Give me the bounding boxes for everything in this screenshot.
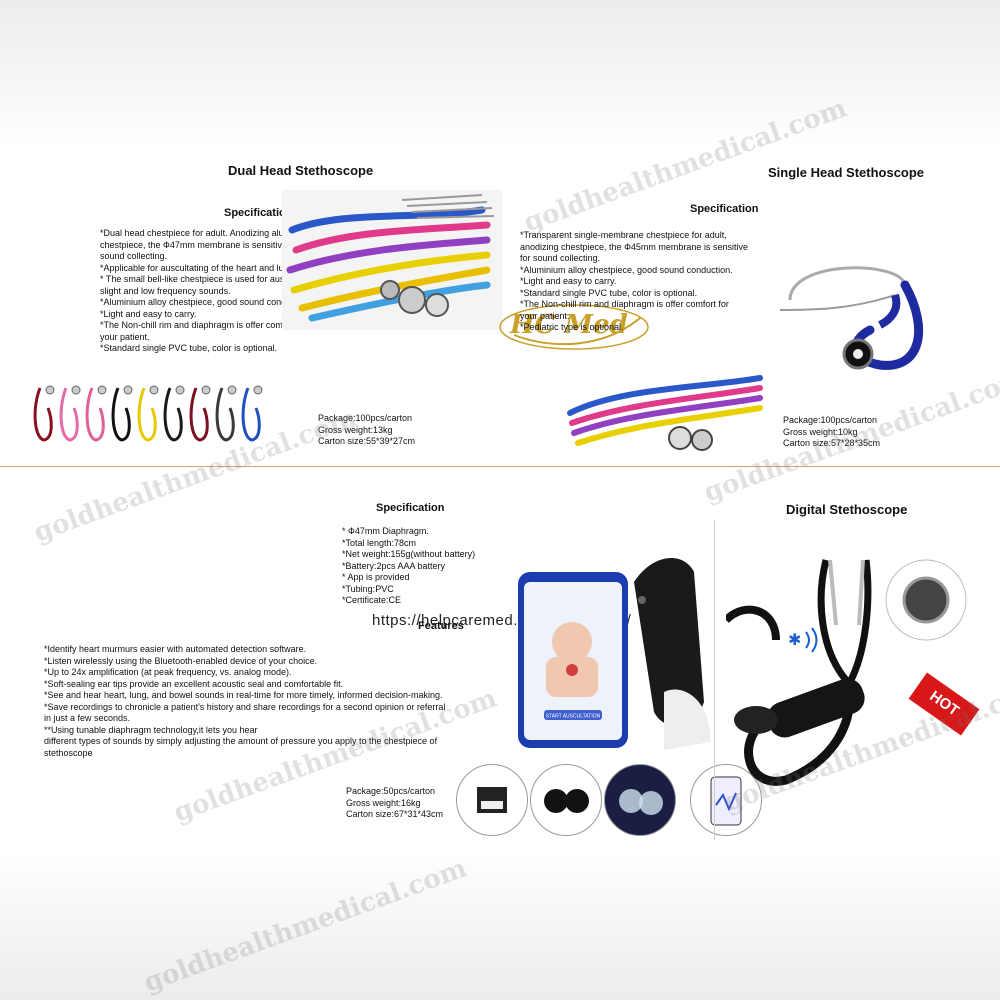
hc-med-logo: [499, 304, 649, 350]
list-item: *Certificate:CE: [342, 595, 402, 605]
list-item: different types of sounds by simply adju…: [44, 736, 438, 746]
digital-title: Digital Stethoscope: [786, 502, 908, 517]
digital-features-heading: Features: [418, 620, 464, 632]
list-item: anodizing chestpiece, the Ф45mm membrane…: [520, 241, 748, 252]
list-item: your patient.: [520, 310, 570, 321]
list-item: *Pediatric type is optional.: [520, 322, 624, 332]
list-item: *Up to 24x amplification (at peak freque…: [44, 667, 292, 677]
list-item: *Save recordings to chronicle a patient'…: [44, 701, 446, 712]
list-item: * The small bell-like chestpiece is used…: [100, 274, 318, 284]
dual-head-spec-list: *Dual head chestpiece for adult. Anodizi…: [100, 228, 318, 355]
color-variant-chestpiece: [149, 385, 159, 395]
brochure-sheet: Dual Head Stethoscope Specification *Dua…: [0, 150, 1000, 850]
phone-start-button-label: START AUSCULTATION: [546, 714, 601, 720]
single-head-spec-heading: Specification: [690, 203, 759, 215]
list-item: *Light and easy to carry.: [100, 308, 197, 319]
digital-spec-heading: Specification: [376, 502, 445, 514]
color-variant-stethoscope: [215, 387, 235, 442]
list-item: *Light and easy to carry.: [520, 276, 617, 286]
dual-head-spec-heading: Specification: [224, 207, 293, 219]
color-variant-chestpiece: [253, 385, 263, 395]
package-line: Gross weight:13kg: [318, 424, 393, 435]
color-variant-stethoscope: [137, 387, 157, 442]
list-item: slight and low frequency sounds.: [100, 285, 231, 296]
list-item: *Identify heart murmurs easier with auto…: [44, 644, 307, 654]
color-variant-chestpiece: [45, 385, 55, 395]
list-item: *Aluminium alloy chestpiece, good sound …: [520, 264, 733, 275]
color-variant-stethoscope: [189, 387, 209, 442]
single-head-spec-list: *Transparent single-membrane chestpiece …: [520, 230, 748, 334]
color-variant-chestpiece: [123, 385, 133, 395]
list-item: *Aluminium alloy chestpiece, good sound …: [100, 297, 313, 307]
package-line: Package:50pcs/carton: [346, 786, 436, 796]
digital-panel-divider: [714, 520, 715, 840]
package-line: Carton size:55*39*27cm: [318, 436, 416, 446]
list-item: *The Non-chill rim and diaphragm is offe…: [520, 299, 729, 309]
digital-package: Package:50pcs/carton Gross weight:16kg C…: [346, 786, 443, 821]
single-head-product-photo: [779, 266, 924, 370]
dual-head-color-variants: [33, 385, 263, 442]
package-line: Gross weight:16kg: [346, 797, 421, 808]
list-item: * Ф47mm Diaphragm.: [342, 526, 429, 536]
digital-spec-list: * Ф47mm Diaphragm.*Total length:78cm*Net…: [342, 526, 475, 607]
list-item: *See and hear heart, lung, and bowel sou…: [44, 690, 443, 700]
list-item: *Tubing:PVC: [342, 583, 394, 594]
list-item: *Soft-sealing ear tips provide an excell…: [44, 678, 344, 689]
digital-app-photo: START AUSCULTATION: [518, 558, 711, 750]
list-item: *Dual head chestpiece for adult. Anodizi…: [100, 228, 311, 238]
dual-head-product-photo: [282, 190, 502, 330]
package-line: Package:100pcs/carton: [783, 415, 878, 425]
svg-text:✱: ✱: [788, 630, 801, 649]
digital-features-list: *Identify heart murmurs easier with auto…: [44, 644, 445, 759]
top-fade: [0, 0, 1000, 150]
list-item: *Applicable for auscultating of the hear…: [100, 262, 301, 273]
color-variant-chestpiece: [227, 385, 237, 395]
list-item: **Using tunable diaphragm technology,it …: [44, 724, 258, 735]
list-item: *Listen wirelessly using the Bluetooth-e…: [44, 655, 318, 666]
list-item: *Battery:2pcs AAA battery: [342, 560, 446, 571]
list-item: *Total length:78cm: [342, 537, 417, 548]
list-item: sound collecting.: [100, 251, 168, 261]
package-line: Carton size:57*28*35cm: [783, 438, 881, 448]
list-item: *The Non-chill rim and diaphragm is offe…: [100, 320, 309, 330]
section-divider: [0, 466, 1000, 467]
dual-head-title: Dual Head Stethoscope: [228, 163, 374, 178]
color-variant-stethoscope: [241, 387, 261, 442]
color-variant-stethoscope: [59, 387, 79, 442]
accessory-thumb-clear-tips: [604, 764, 676, 836]
list-item: your patient.: [100, 331, 150, 342]
list-item: stethoscope: [44, 747, 93, 758]
color-variant-chestpiece: [97, 385, 107, 395]
package-line: Carton size:67*31*43cm: [346, 809, 444, 819]
accessory-thumb-app: [690, 764, 762, 836]
list-item: *Standard single PVC tube, color is opti…: [520, 287, 698, 298]
color-variant-chestpiece: [71, 385, 81, 395]
dual-head-package: Package:100pcs/carton Gross weight:13kg …: [318, 413, 415, 448]
color-variant-stethoscope: [85, 387, 105, 442]
color-variant-stethoscope: [111, 387, 131, 442]
list-item: in just a few seconds.: [44, 713, 131, 723]
list-item: *Standard single PVC tube, color is opti…: [100, 343, 278, 353]
accessory-thumb-eartips: [530, 764, 602, 836]
color-variant-chestpiece: [175, 385, 185, 395]
color-variant-stethoscope: [163, 387, 183, 442]
color-variant-stethoscope: [33, 387, 53, 442]
package-line: Package:100pcs/carton: [318, 413, 413, 423]
color-variant-chestpiece: [201, 385, 211, 395]
bottom-fade: [0, 850, 1000, 1000]
list-item: * App is provided: [342, 572, 410, 582]
list-item: chestpiece, the Ф47mm membrane is sensit…: [100, 239, 300, 250]
single-head-color-variants-photo: [567, 375, 763, 451]
list-item: for sound collecting.: [520, 253, 601, 263]
list-item: *Net weight:155g(without battery): [342, 549, 476, 559]
digital-stethoscope-photo: ✱: [726, 559, 967, 786]
single-head-title: Single Head Stethoscope: [768, 165, 925, 180]
list-item: *Transparent single-membrane chestpiece …: [520, 230, 727, 240]
package-line: Gross weight:10kg: [783, 426, 858, 437]
accessory-thumb-clip: [456, 764, 528, 836]
watermark: goldhealthmedical.com: [140, 853, 471, 999]
single-head-package: Package:100pcs/carton Gross weight:10kg …: [783, 415, 880, 450]
logo-text: HC Med: [510, 310, 628, 340]
